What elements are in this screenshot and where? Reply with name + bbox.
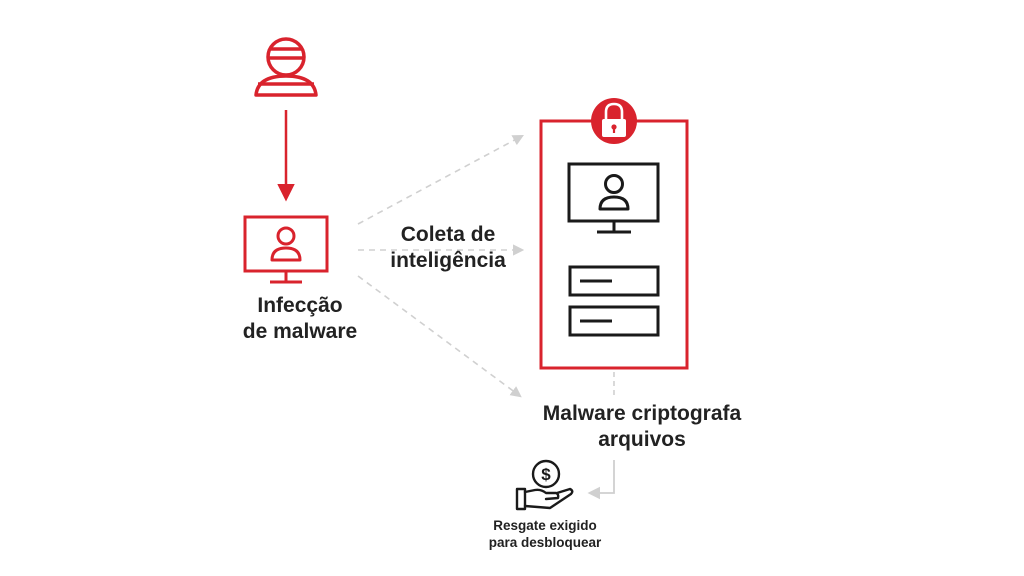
- connector-to-server-top: [357, 134, 524, 225]
- intelligence-label-line1: Coleta de: [400, 223, 496, 246]
- ransom-label-line1: Resgate exigido: [493, 518, 597, 533]
- intelligence-label-line2: inteligência: [390, 248, 506, 272]
- infection-label: Infecção de malware: [230, 293, 370, 344]
- svg-text:$: $: [541, 465, 551, 484]
- encrypted-system-frame: [539, 119, 689, 370]
- encryption-label-line1: Malware criptografa: [542, 402, 742, 425]
- monitor-user-icon: [243, 215, 329, 284]
- ransom-label: Resgate exigido para desbloquear: [470, 518, 620, 552]
- encryption-label-line2: arquivos: [598, 427, 686, 451]
- intelligence-label: Coleta de inteligência: [378, 222, 518, 273]
- encryption-label: Malware criptografa arquivos: [526, 401, 758, 452]
- padlock-icon: [591, 98, 637, 144]
- connector-to-ransom: [587, 460, 615, 500]
- server-monitor-icon: [567, 162, 660, 234]
- storage-drive-icon: [568, 265, 660, 297]
- connector-to-server-bottom: [357, 275, 522, 398]
- hacker-icon: [254, 37, 318, 97]
- infection-label-line1: Infecção: [257, 294, 343, 317]
- infection-label-line2: de malware: [242, 319, 358, 343]
- hand-dollar-coin-icon: $: [515, 459, 574, 511]
- ransom-label-line2: para desbloquear: [488, 534, 602, 550]
- storage-drive-icon: [568, 305, 660, 337]
